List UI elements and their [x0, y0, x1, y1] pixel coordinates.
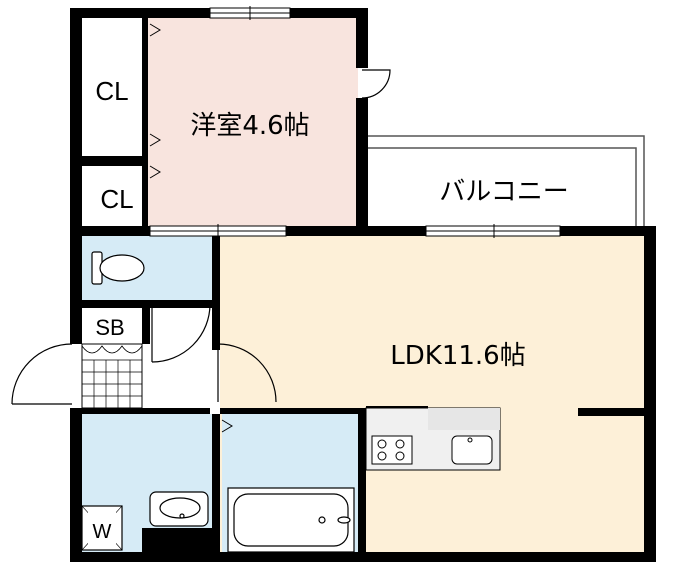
- washer-label: W: [93, 521, 112, 543]
- washer-pan: [81, 505, 123, 551]
- toilet-fixture: [91, 251, 145, 285]
- bathtub-fixture: [227, 487, 355, 553]
- sink: [451, 435, 493, 465]
- stove: [371, 435, 413, 465]
- balcony: [362, 135, 645, 230]
- entrance-floor: [81, 343, 143, 409]
- shoe-box-label: SB: [95, 315, 124, 340]
- closet-lower-area: [80, 166, 144, 228]
- doors: [11, 69, 391, 405]
- washbasin-fixture: [149, 491, 209, 527]
- western-room-label: 洋室4.6帖: [190, 111, 309, 141]
- kitchen-counter: [365, 407, 501, 471]
- western-room-area: [148, 16, 358, 230]
- closet-door-marks: [149, 23, 233, 433]
- closet-upper-label: CL: [95, 76, 128, 106]
- closet-lower-label: CL: [100, 184, 133, 214]
- ldk-label: LDK11.6帖: [390, 341, 525, 371]
- windows: [149, 6, 561, 238]
- balcony-label: バルコニー: [439, 177, 568, 207]
- closet-upper-area: [80, 16, 144, 156]
